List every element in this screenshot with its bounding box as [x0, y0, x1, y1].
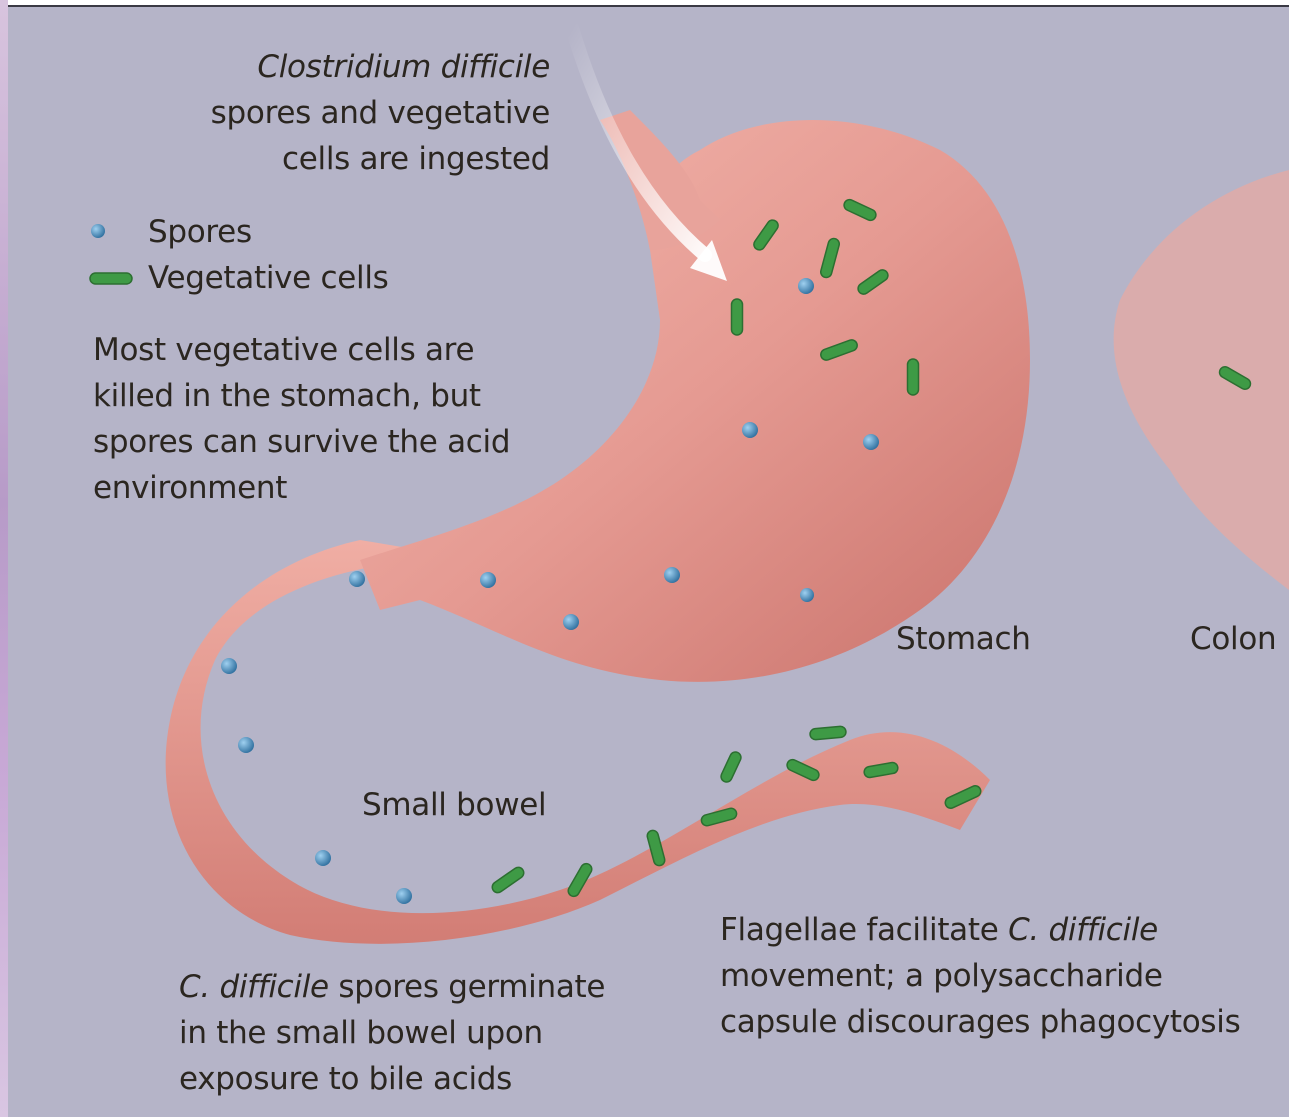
vegetative-cell-icon: [908, 359, 919, 395]
colon-label: Colon: [1190, 616, 1289, 662]
vegetative-cell-icon: [732, 299, 743, 335]
flagellae-line-2: movement; a polysaccharide: [720, 953, 1280, 999]
spore-dot-icon: [800, 588, 814, 602]
spore-dot-icon: [863, 434, 879, 450]
flagellae-line-1b: C. difficile: [1008, 912, 1158, 948]
legend-spore-icon: [91, 224, 105, 238]
germination-caption: C. difficile spores germinate in the sma…: [179, 964, 649, 1102]
spore-dot-icon: [798, 278, 814, 294]
germinate-line-1a: C. difficile: [179, 969, 329, 1005]
legend-spores-label: Spores: [148, 209, 252, 255]
germinate-line-1b: spores germinate: [329, 969, 605, 1005]
vegetative-cell-icon: [490, 865, 526, 895]
flagellae-line-1a: Flagellae facilitate: [720, 912, 1008, 948]
ingestion-caption: Clostridium difficile spores and vegetat…: [150, 44, 550, 182]
stomach-note-line-1: Most vegetative cells are: [93, 327, 563, 373]
stomach-note: Most vegetative cells are killed in the …: [93, 327, 563, 511]
flagellae-caption: Flagellae facilitate C. difficile moveme…: [720, 907, 1280, 1045]
stomach-note-line-3: spores can survive the acid: [93, 419, 563, 465]
stomach-note-line-4: environment: [93, 465, 563, 511]
vegetative-cell-icon: [719, 750, 742, 784]
legend-vegetative-icon: [90, 273, 132, 284]
ingest-line-1: Clostridium difficile: [150, 44, 550, 90]
flagellae-line-1: Flagellae facilitate C. difficile: [720, 907, 1280, 953]
stomach-label: Stomach: [896, 616, 1031, 662]
spore-dot-icon: [238, 737, 254, 753]
legend-vegetative-label: Vegetative cells: [148, 255, 389, 301]
ingest-line-3: cells are ingested: [150, 136, 550, 182]
ingest-line-2: spores and vegetative: [150, 90, 550, 136]
spore-dot-icon: [315, 850, 331, 866]
flagellae-line-3: capsule discourages phagocytosis: [720, 999, 1280, 1045]
spore-dot-icon: [664, 567, 680, 583]
germinate-line-1: C. difficile spores germinate: [179, 964, 649, 1010]
germinate-line-3: exposure to bile acids: [179, 1056, 649, 1102]
spore-dot-icon: [480, 572, 496, 588]
colon-shape: [1114, 170, 1289, 590]
spore-dot-icon: [742, 422, 758, 438]
spore-dot-icon: [349, 571, 365, 587]
spore-dot-icon: [563, 614, 579, 630]
stomach-note-line-2: killed in the stomach, but: [93, 373, 563, 419]
bowel-loop-gap: [304, 610, 480, 799]
germinate-line-2: in the small bowel upon: [179, 1010, 649, 1056]
spore-dot-icon: [396, 888, 412, 904]
spore-dot-icon: [221, 658, 237, 674]
vegetative-cell-icon: [810, 726, 847, 740]
small-bowel-label: Small bowel: [362, 782, 546, 828]
